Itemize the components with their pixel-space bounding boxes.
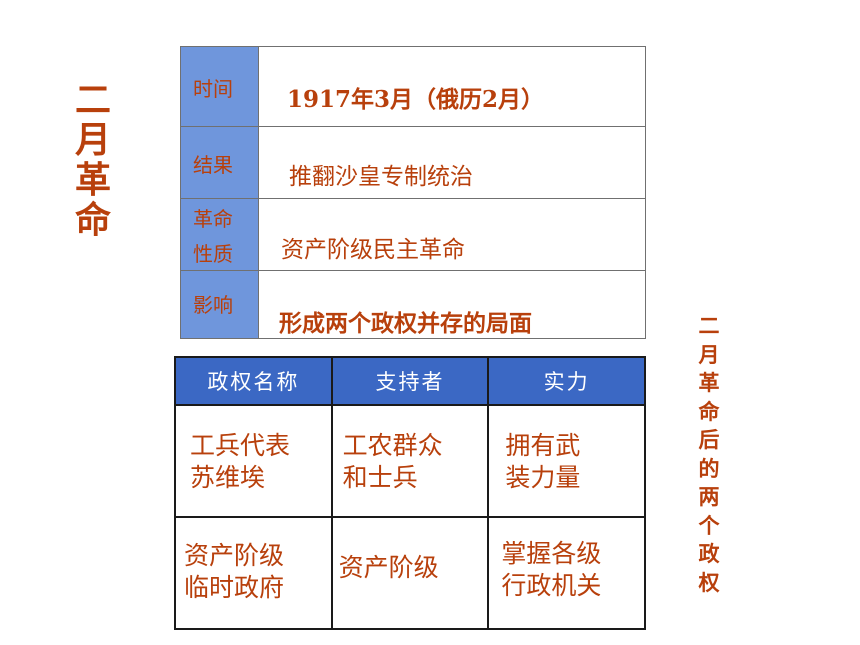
right-title-char: 革: [698, 370, 720, 395]
supporters-cell: 工农群众 和士兵: [330, 404, 490, 518]
cell-text: 工兵代表 苏维埃: [190, 430, 331, 494]
regime-header-row: 政权名称 支持者 实力: [174, 356, 646, 406]
right-title-char: 月: [698, 341, 720, 367]
supporters-cell: 资产阶级: [330, 516, 490, 630]
cell-line: 苏维埃: [190, 463, 266, 492]
right-title-char: 权: [698, 569, 720, 595]
regime-name-cell: 工兵代表 苏维埃: [174, 404, 333, 518]
header-supporters: 支持者: [330, 356, 490, 406]
cell-text: 掌握各级 行政机关: [501, 538, 644, 602]
cell-text: 资产阶级: [339, 552, 488, 584]
info-label-cell: 影响: [180, 270, 259, 339]
header-strength: 实力: [487, 356, 646, 406]
cell-text: 拥有武 装力量: [505, 430, 644, 494]
strength-cell: 拥有武 装力量: [487, 404, 646, 518]
info-label-line: 革命: [193, 207, 233, 231]
info-value-impact: 形成两个政权并存的局面: [279, 311, 532, 337]
info-label: 结果: [193, 153, 233, 177]
header-regime-name: 政权名称: [174, 356, 333, 406]
dual-power-table: 政权名称 支持者 实力 工兵代表 苏维埃 工农群众 和士兵 拥有武 装力量 资产: [174, 356, 646, 630]
info-row-impact: 影响 形成两个政权并存的局面: [180, 270, 646, 339]
info-label-cell: 结果: [180, 126, 259, 199]
right-title-char: 两: [698, 484, 720, 509]
info-value-cell: 资产阶级民主革命: [258, 198, 646, 271]
right-title-char: 政: [698, 541, 720, 566]
table-row: 资产阶级 临时政府 资产阶级 掌握各级 行政机关: [174, 516, 646, 630]
right-title-char: 个: [698, 512, 720, 538]
left-title-char: 命: [74, 199, 111, 241]
cell-line: 和士兵: [342, 463, 418, 492]
left-vertical-title: 二 月 革 命: [70, 80, 116, 240]
right-vertical-title: 二 月 革 命 后 的 两 个 政 权: [694, 312, 724, 597]
cell-line: 工兵代表: [190, 431, 291, 460]
info-value-result: 推翻沙皇专制统治: [289, 164, 473, 190]
right-title-char: 后: [698, 427, 720, 452]
info-row-nature: 革命 性质 资产阶级民主革命: [180, 198, 646, 271]
info-label: 影响: [193, 293, 233, 317]
cell-line: 资产阶级: [338, 553, 439, 582]
info-label: 革命 性质: [193, 205, 258, 269]
info-label-line: 性质: [193, 242, 233, 266]
cell-line: 拥有武: [505, 431, 581, 460]
cell-line: 掌握各级: [501, 539, 602, 568]
info-label: 时间: [193, 77, 233, 101]
left-title-char: 革: [74, 159, 111, 201]
cell-line: 装力量: [505, 463, 581, 492]
cell-line: 临时政府: [184, 573, 285, 602]
cell-text: 工农群众 和士兵: [343, 430, 488, 494]
regime-name-cell: 资产阶级 临时政府: [174, 516, 333, 630]
info-value-nature: 资产阶级民主革命: [281, 237, 465, 263]
right-title-char: 二: [698, 313, 720, 338]
left-title-char: 月: [74, 119, 111, 161]
info-row-result: 结果 推翻沙皇专制统治: [180, 126, 646, 199]
revolution-info-table: 时间 1917年3月（俄历2月） 结果 推翻沙皇专制统治 革命 性质 资产阶级民…: [180, 46, 646, 339]
info-value-time: 1917年3月（俄历2月）: [287, 86, 545, 113]
cell-text: 资产阶级 临时政府: [184, 540, 331, 604]
info-label-cell: 革命 性质: [180, 198, 259, 271]
strength-cell: 掌握各级 行政机关: [487, 516, 646, 630]
info-value-cell: 形成两个政权并存的局面: [258, 270, 646, 339]
right-title-char: 的: [698, 455, 720, 481]
right-title-char: 命: [698, 398, 720, 424]
table-row: 工兵代表 苏维埃 工农群众 和士兵 拥有武 装力量: [174, 404, 646, 518]
info-label-cell: 时间: [180, 46, 259, 127]
info-row-time: 时间 1917年3月（俄历2月）: [180, 46, 646, 127]
left-title-char: 二: [74, 79, 111, 121]
cell-line: 工农群众: [342, 431, 443, 460]
cell-line: 行政机关: [501, 571, 602, 600]
info-value-cell: 推翻沙皇专制统治: [258, 126, 646, 199]
info-value-cell: 1917年3月（俄历2月）: [258, 46, 646, 127]
cell-line: 资产阶级: [184, 541, 285, 570]
